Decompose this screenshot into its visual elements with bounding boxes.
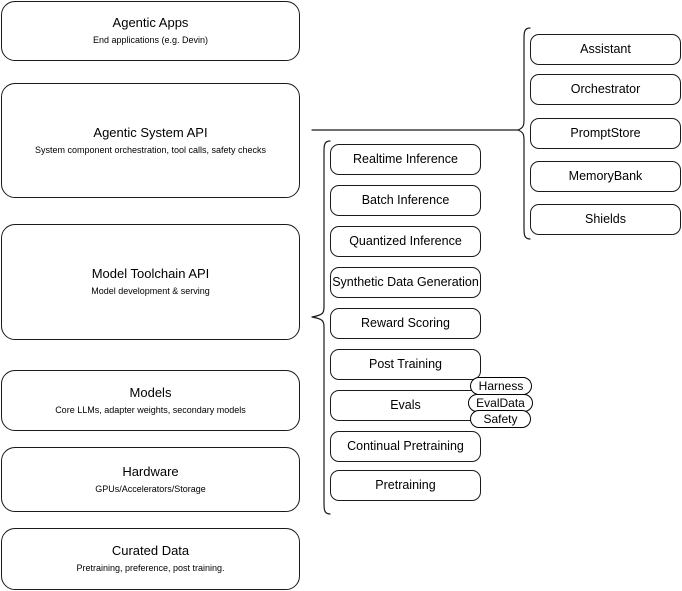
layer-subtitle: Core LLMs, adapter weights, secondary mo… [55,404,246,415]
toolchain-brace-icon [311,140,331,515]
layer-subtitle: Model development & serving [91,286,210,296]
component-label: Orchestrator [570,82,641,96]
component-shields[interactable]: Shields [530,204,681,235]
layer-hardware[interactable]: Hardware GPUs/Accelerators/Storage [1,447,300,512]
capability-label: Continual Pretraining [347,439,464,453]
layer-models[interactable]: Models Core LLMs, adapter weights, secon… [1,370,300,431]
component-memorybank[interactable]: MemoryBank [530,161,681,192]
capability-pretraining[interactable]: Pretraining [330,470,481,501]
capability-evals[interactable]: Evals [330,390,481,421]
capability-label: Realtime Inference [353,152,458,166]
eval-pill-label: EvalData [476,396,525,410]
eval-pill-harness[interactable]: Harness [470,377,532,395]
capability-batch-inference[interactable]: Batch Inference [330,185,481,216]
capability-realtime-inference[interactable]: Realtime Inference [330,144,481,175]
component-label: Assistant [580,42,631,56]
component-label: PromptStore [570,126,641,140]
capability-label: Evals [390,398,421,412]
component-label: MemoryBank [568,169,643,183]
capability-reward-scoring[interactable]: Reward Scoring [330,308,481,339]
capability-synthetic-data-generation[interactable]: Synthetic Data Generation [330,267,481,298]
layer-curated-data[interactable]: Curated Data Pretraining, preference, po… [1,528,300,590]
capability-label: Reward Scoring [361,316,450,330]
capability-label: Batch Inference [361,193,450,207]
capability-quantized-inference[interactable]: Quantized Inference [330,226,481,257]
capability-continual-pretraining[interactable]: Continual Pretraining [330,431,481,462]
layer-agentic-apps[interactable]: Agentic Apps End applications (e.g. Devi… [1,1,300,61]
layer-subtitle: End applications (e.g. Devin) [92,35,209,45]
layer-title: Agentic Apps [112,15,189,30]
capability-post-training[interactable]: Post Training [330,349,481,380]
capability-label: Quantized Inference [349,234,462,248]
layer-title: Curated Data [111,543,190,558]
layer-subtitle: System component orchestration, tool cal… [34,144,267,155]
eval-pill-label: Harness [478,379,524,393]
layer-title: Hardware [122,463,179,479]
components-brace-icon [517,27,531,240]
eval-pill-label: Safety [483,412,518,426]
capability-label: Synthetic Data Generation [332,275,479,289]
component-orchestrator[interactable]: Orchestrator [530,74,681,105]
eval-pill-safety[interactable]: Safety [470,410,531,428]
layer-subtitle: GPUs/Accelerators/Storage [95,483,206,494]
layer-model-toolchain-api[interactable]: Model Toolchain API Model development & … [1,224,300,340]
capability-label: Post Training [369,357,442,371]
capability-label: Pretraining [375,478,436,492]
layer-title: Agentic System API [93,124,208,140]
component-assistant[interactable]: Assistant [530,34,681,65]
layer-title: Models [129,384,172,400]
layer-title: Model Toolchain API [91,266,210,281]
component-promptstore[interactable]: PromptStore [530,118,681,149]
layer-subtitle: Pretraining, preference, post training. [76,563,225,573]
layer-agentic-system-api[interactable]: Agentic System API System component orch… [1,83,300,198]
component-label: Shields [585,212,626,226]
